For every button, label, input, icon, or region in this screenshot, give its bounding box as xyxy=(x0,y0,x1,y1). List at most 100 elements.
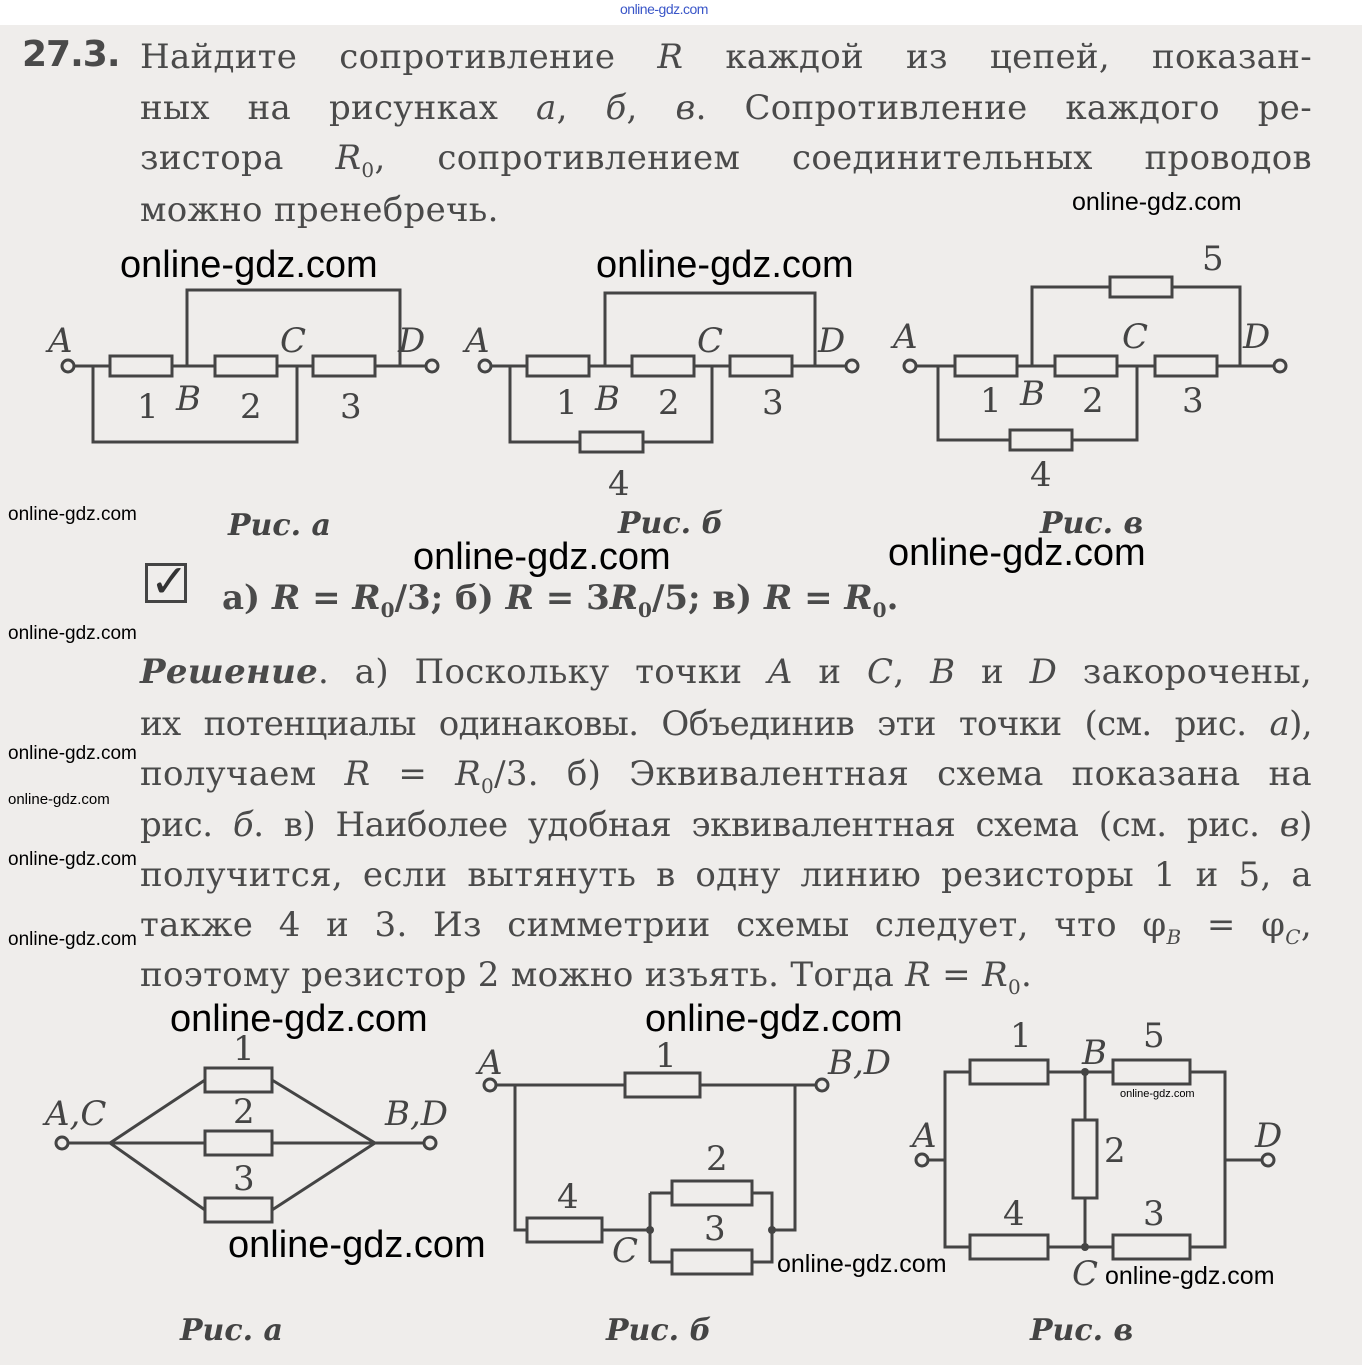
figure-caption: Рис. а xyxy=(179,1313,283,1348)
figure-bottom-c: A B C D 1 2 3 4 5 Рис. в xyxy=(909,1016,1282,1348)
figure-bottom-b: A B,D C 1 2 3 4 Рис. б xyxy=(475,1036,891,1348)
resistor-4 xyxy=(525,1216,604,1244)
resistor-2 xyxy=(213,354,279,378)
problem-line-4: можно пренебречь. xyxy=(140,190,499,230)
watermark: online-gdz.com xyxy=(8,504,137,525)
watermark: online-gdz.com xyxy=(8,743,137,764)
figure-caption: Рис. б xyxy=(605,1313,711,1348)
resistor-1 xyxy=(968,1058,1050,1086)
resistor-label: 2 xyxy=(706,1139,728,1179)
resistor-label: 1 xyxy=(1010,1016,1032,1056)
terminal-d xyxy=(1260,1152,1276,1168)
solution-line-3: получаем R = R0/3. б) Эквивалентная схем… xyxy=(140,754,1312,798)
watermark: online-gdz.com xyxy=(8,929,137,950)
solution-line-5: получится, если вытянуть в одну линию ре… xyxy=(140,855,1312,895)
resistor-label: 1 xyxy=(233,1029,255,1069)
resistor-5 xyxy=(1108,275,1174,299)
figure-bottom-a: A,C B,D 1 2 3 Рис. а xyxy=(42,1029,448,1348)
resistor-label: 4 xyxy=(608,464,630,504)
resistor-label: 4 xyxy=(1003,1194,1025,1234)
resistor-label: 3 xyxy=(1143,1194,1165,1234)
label-d: D xyxy=(817,321,845,361)
resistor-label: 2 xyxy=(1082,381,1104,421)
terminal-d xyxy=(1272,358,1288,374)
label-c: C xyxy=(1122,317,1148,357)
terminal-d xyxy=(424,358,440,374)
watermark: online-gdz.com xyxy=(777,1250,947,1278)
label-b: B xyxy=(175,379,201,419)
resistor-label: 3 xyxy=(340,387,362,427)
resistor-label: 4 xyxy=(1030,455,1052,495)
terminal-a xyxy=(60,358,76,374)
resistor-label: 3 xyxy=(762,383,784,423)
resistor-label: 3 xyxy=(1182,381,1204,421)
label-a: A xyxy=(890,317,918,357)
watermark: online-gdz.com xyxy=(596,244,854,286)
resistor-2 xyxy=(1053,354,1119,378)
figure-top-b: A B C D 1 2 3 4 Рис. б xyxy=(462,291,860,541)
node xyxy=(768,1226,776,1234)
label-c: C xyxy=(697,321,723,361)
resistor-label: 2 xyxy=(658,383,680,423)
watermark: online-gdz.com xyxy=(120,244,378,286)
resistor-label: 3 xyxy=(704,1209,726,1249)
terminal-a xyxy=(902,358,918,374)
problem-line-1: Найдите сопротивление R каждой из цепей,… xyxy=(140,37,1312,77)
terminal-a xyxy=(482,1077,498,1093)
answer-line: а) R = R0/3; б) R = 3R0/5; в) R = R0. xyxy=(222,578,899,622)
solution-line-6: также 4 и 3. Из симметрии схемы следует,… xyxy=(140,905,1312,949)
watermark: online-gdz.com xyxy=(1120,1088,1195,1100)
watermark: online-gdz.com xyxy=(413,536,671,578)
resistor-5 xyxy=(1111,1058,1192,1086)
label-a: A xyxy=(475,1043,503,1083)
problem-line-2: ных на рисунках а, б, в. Сопротивление к… xyxy=(140,88,1312,128)
solution-line-2: их потенциалы одинаковы. Объединив эти т… xyxy=(140,704,1313,744)
solution-line-1: Решение. а) Поскольку точки A и C, B и D… xyxy=(140,652,1312,692)
watermark: online-gdz.com xyxy=(170,998,428,1040)
solution-line-4: рис. б. в) Наиболее удобная эквивалентна… xyxy=(140,805,1312,845)
label-b: B xyxy=(1019,374,1045,414)
figure-top-c: A B C D 1 2 3 4 5 Рис. в xyxy=(890,239,1288,541)
node-b xyxy=(1081,1068,1089,1076)
terminal-bd xyxy=(422,1135,438,1151)
resistor-3 xyxy=(728,354,794,378)
label-d: D xyxy=(1242,317,1270,357)
figure-caption: Рис. в xyxy=(1029,1313,1133,1348)
resistor-4 xyxy=(578,430,645,454)
resistor-4 xyxy=(968,1233,1050,1261)
resistor-2 xyxy=(1071,1118,1099,1200)
label-c: C xyxy=(280,321,306,361)
resistor-4 xyxy=(1008,428,1074,452)
label-c: C xyxy=(1072,1254,1098,1294)
watermark: online-gdz.com xyxy=(8,791,110,808)
label-a: A xyxy=(909,1116,937,1156)
terminal-bd xyxy=(814,1077,830,1093)
resistor-1 xyxy=(953,354,1019,378)
resistor-3 xyxy=(1111,1233,1192,1261)
terminal-ac xyxy=(54,1135,70,1151)
label-d: D xyxy=(397,321,425,361)
node-c xyxy=(1081,1243,1089,1251)
figure-caption: Рис. б xyxy=(617,506,723,541)
watermark: online-gdz.com xyxy=(228,1224,486,1266)
label-ac: A,C xyxy=(42,1094,106,1134)
problem-number: 27.3. xyxy=(22,34,120,75)
figure-top-a: A B C D 1 2 3 Рис. а xyxy=(45,288,440,543)
resistor-label: 2 xyxy=(233,1092,255,1132)
resistor-1 xyxy=(203,1066,274,1094)
problem-line-3: зистора R0, сопротивлением соединительны… xyxy=(140,138,1312,182)
terminal-a xyxy=(477,358,493,374)
resistor-label: 2 xyxy=(240,387,262,427)
resistor-label: 1 xyxy=(980,381,1002,421)
resistor-1 xyxy=(525,354,591,378)
resistor-3 xyxy=(670,1248,754,1276)
resistor-3 xyxy=(311,354,377,378)
watermark: online-gdz.com xyxy=(888,532,1146,574)
solution-line-7: поэтому резистор 2 можно изъять. Тогда R… xyxy=(140,955,1033,999)
resistor-3 xyxy=(1153,354,1219,378)
resistor-2 xyxy=(203,1129,274,1157)
label-d: D xyxy=(1254,1116,1282,1156)
label-bd: B,D xyxy=(384,1094,448,1134)
resistor-1 xyxy=(108,354,174,378)
watermark: online-gdz.com xyxy=(8,623,137,644)
